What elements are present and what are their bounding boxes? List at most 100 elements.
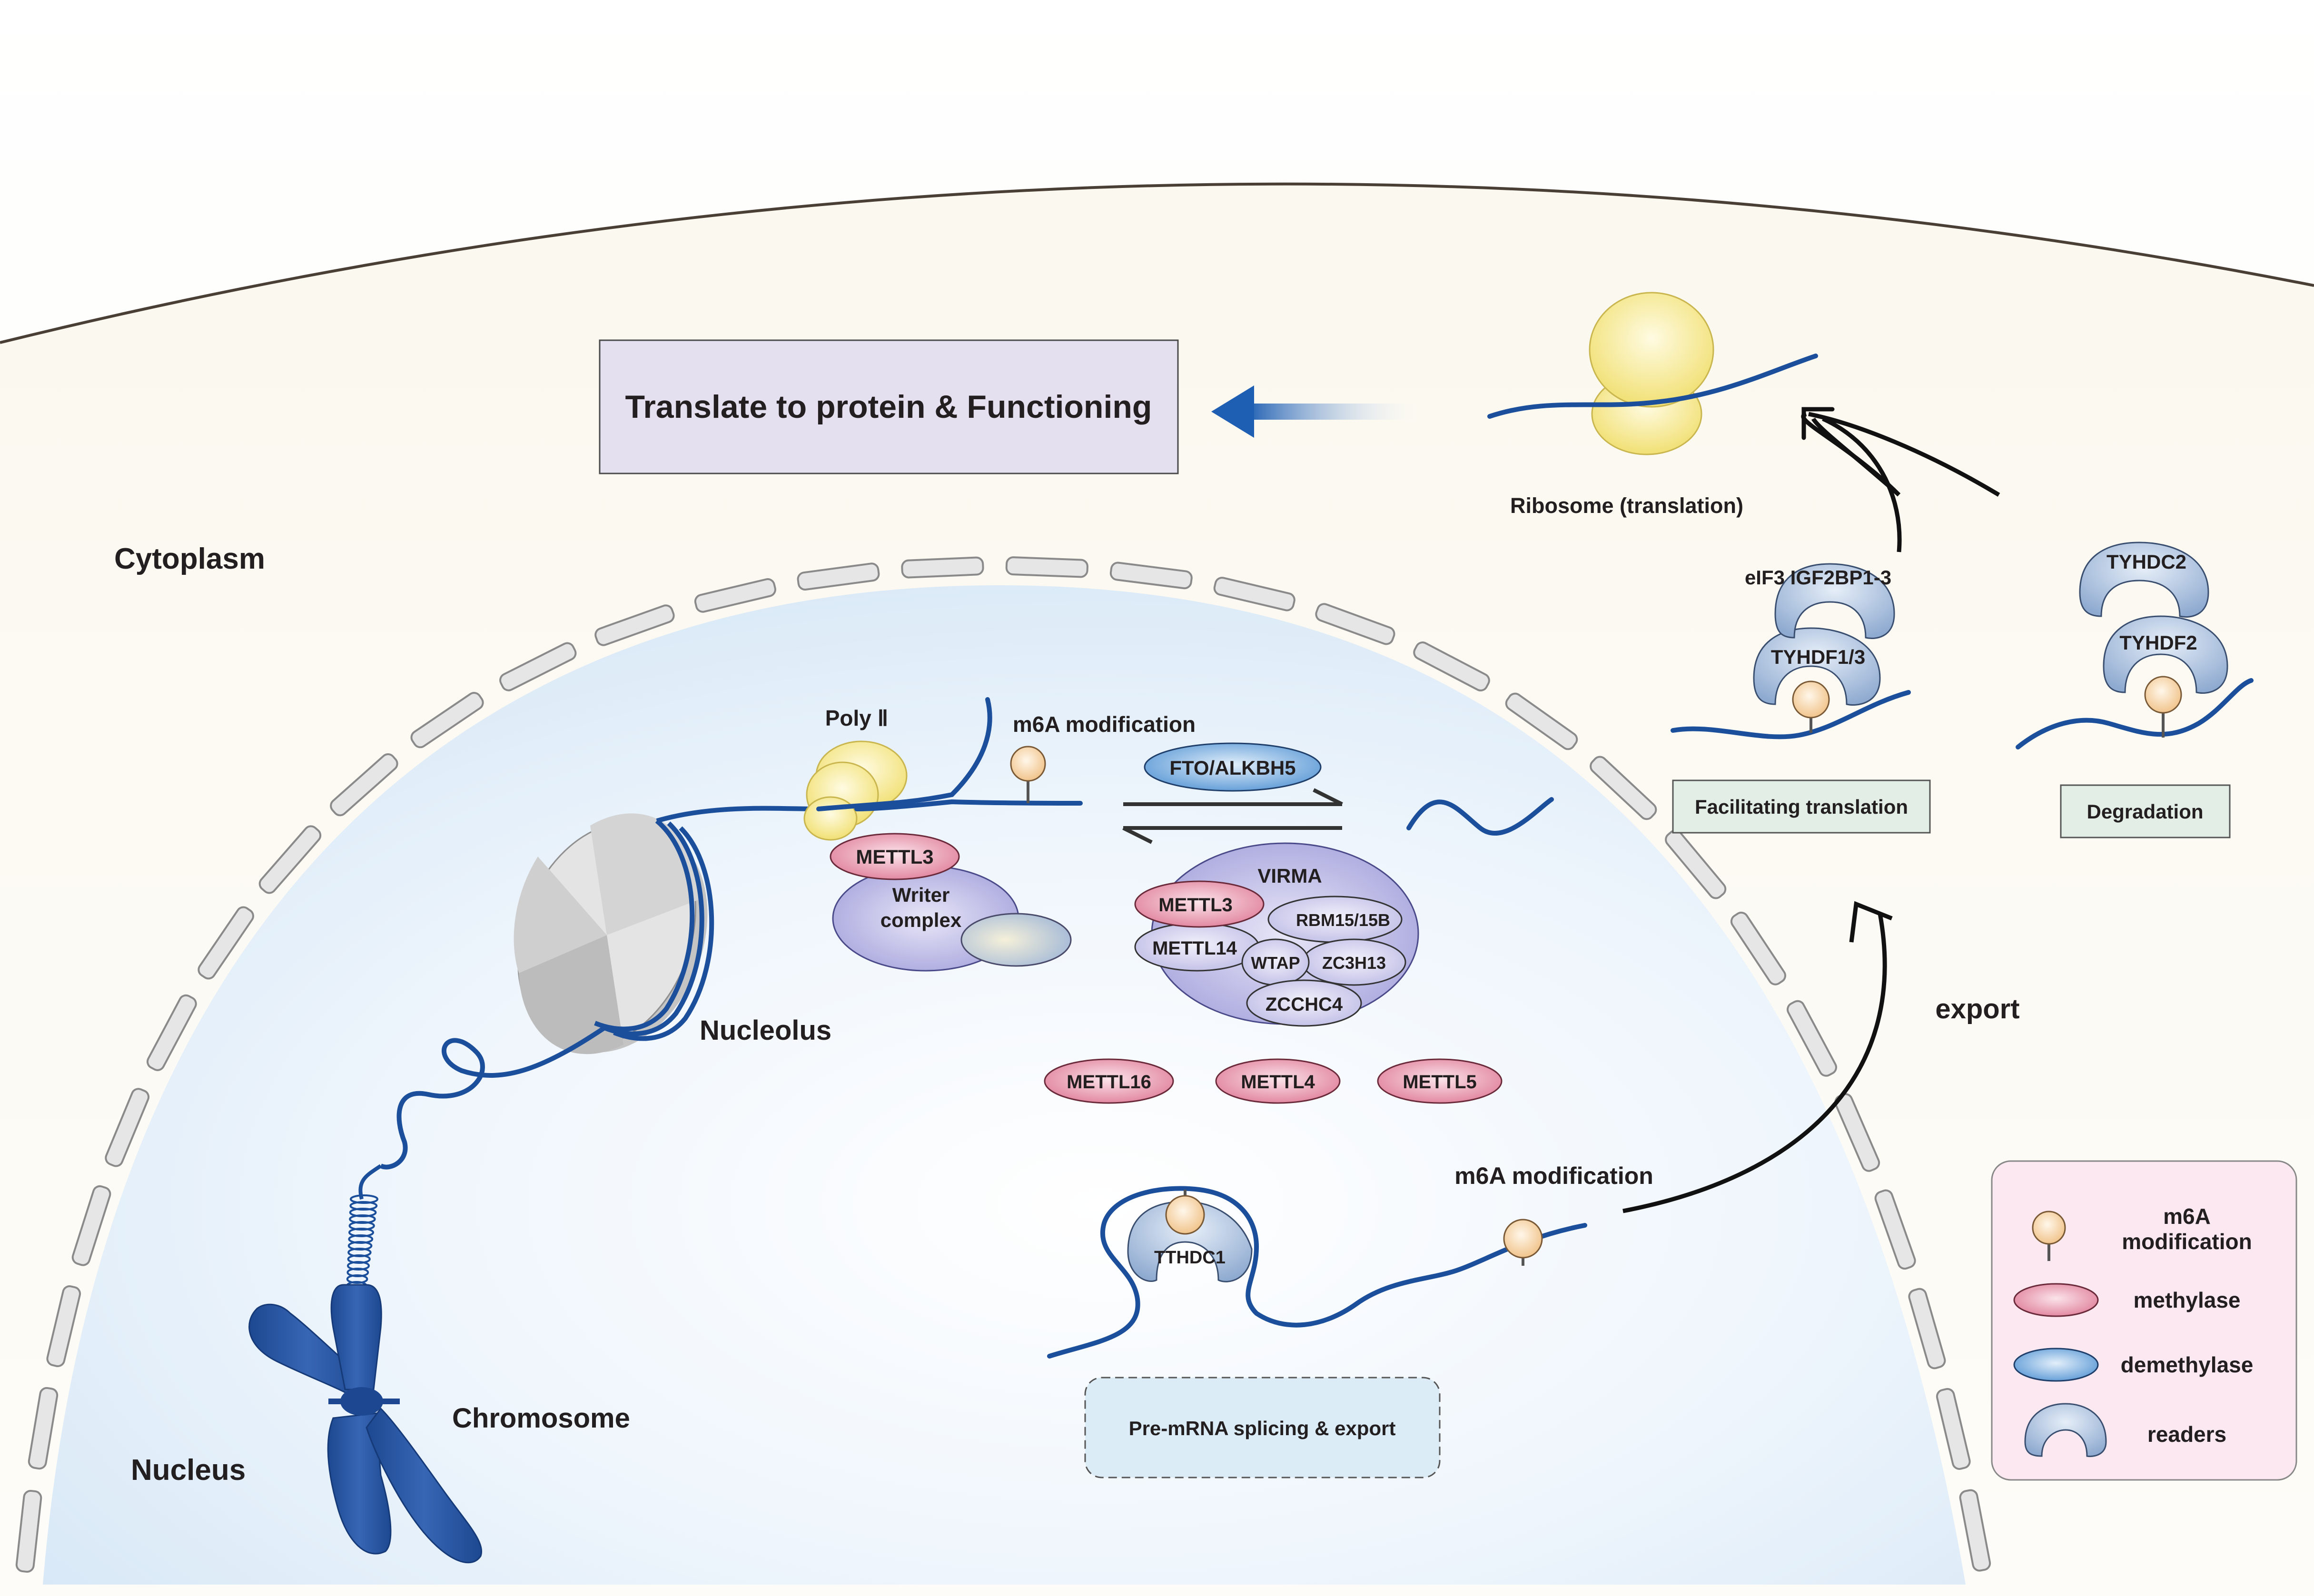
nuclear-pore-segment [410, 692, 484, 749]
ribosome-large-subunit [1589, 292, 1714, 408]
nuclear-pore-segment [1315, 603, 1395, 645]
nuclear-pore-segment [1787, 1000, 1837, 1077]
mettl-complex: VIRMA RBM15/15B METTL14 METTL3 ZC3H13 WT… [1134, 842, 1419, 1027]
eraser-label: FTO/ALKBH5 [1169, 757, 1295, 779]
translate-box: Translate to protein & Functioning [599, 339, 1179, 474]
nuclear-pore-segment [146, 994, 197, 1071]
nuclear-reader: TTHDC1 m6A modification Pre-mRNA splicin… [1047, 1163, 1653, 1478]
chromatin-coil [346, 1194, 378, 1291]
nuclear-pore-segment [71, 1185, 111, 1266]
arrows-to-ribosome [1801, 407, 2000, 552]
translation-to-ribosome-arrow [1822, 416, 1902, 552]
dna-strand [656, 806, 819, 823]
nuclear-pore-segment [198, 906, 254, 980]
nuclear-pore-segment [1959, 1489, 1991, 1572]
mettl3 [1134, 880, 1265, 928]
poly2-label: Poly Ⅱ [825, 706, 889, 730]
m6a-top-label: m6A modification [1013, 712, 1196, 737]
demethylated-rna [1406, 797, 1554, 836]
cell-membrane [0, 182, 2314, 344]
writer-complex-line1: Writer [892, 884, 950, 906]
nuclear-pore-segment [694, 578, 776, 613]
degradation-readers: TYHDC2 TYHDF2 Degradation [2016, 542, 2254, 838]
translation-readers: eIF3 IGF2BP1-3 TYHDF1/3 Facilitating tra… [1671, 563, 1931, 834]
legend: m6A modification methylase demethylase r… [1991, 1160, 2297, 1481]
translation-arrow [1211, 385, 1423, 438]
mettl3-writer-label: METTL3 [856, 846, 933, 868]
nuclear-pore-segment [1109, 562, 1193, 590]
poly2-complex: Poly Ⅱ m6A modification METTL3 Writer co… [803, 697, 1196, 972]
wtap-label: WTAP [1251, 953, 1300, 973]
legend-readers: readers [2147, 1422, 2226, 1447]
degradation-top-reader-label: TYHDC2 [2106, 551, 2186, 573]
legend-m6a-line2: modification [2122, 1229, 2252, 1254]
mettl16-label: METTL16 [1067, 1072, 1151, 1093]
nuclear-pore-segment [1505, 692, 1578, 750]
translation-bottom-reader-label: TYHDF1/3 [1771, 646, 1865, 668]
nuclear-pore-segment [1590, 756, 1657, 820]
other-methylases: METTL16 METTL4 METTL5 [1044, 1058, 1503, 1104]
nucleolus-label: Nucleolus [700, 1015, 831, 1046]
cytoplasm-label: Cytoplasm [114, 542, 265, 575]
mettl14-label: METTL14 [1152, 938, 1237, 959]
mrna-strand [1487, 354, 1818, 419]
legend-demethylase-icon [2013, 1348, 2099, 1382]
nuclear-pore-segment [1936, 1388, 1971, 1470]
nucleus-region [43, 585, 1966, 1585]
translate-box-label: Translate to protein & Functioning [625, 389, 1152, 425]
nuclear-pore-segment [258, 825, 322, 894]
nuclear-pore-segment [1730, 911, 1786, 985]
nuclear-pore-segment [330, 753, 398, 817]
ribosome: Ribosome (translation) [1487, 292, 1818, 518]
export-label: export [1935, 994, 2019, 1025]
degradation-to-ribosome-arrow [1808, 412, 2000, 497]
legend-methylase-icon [2013, 1283, 2099, 1317]
nuclear-pore-segment [901, 556, 984, 579]
fto-alkbh5 [1144, 742, 1322, 792]
m6a-nuclear-label: m6A modification [1454, 1163, 1653, 1189]
nuclear-pore-segment [1908, 1288, 1946, 1369]
legend-m6a-line1: m6A [2163, 1204, 2211, 1229]
nuclear-pore-segment [46, 1285, 81, 1368]
translation-top-reader-label: eIF3 IGF2BP1-3 [1745, 566, 1891, 589]
mettl3-writer [830, 833, 960, 880]
degradation-box-label: Degradation [2087, 800, 2203, 823]
legend-demethylase: demethylase [2121, 1352, 2254, 1377]
nuclear-envelope [15, 556, 1991, 1573]
zcchc4-label: ZCCHC4 [1266, 994, 1343, 1015]
nuclear-pore-segment [1413, 641, 1490, 692]
mettl5-label: METTL5 [1403, 1072, 1477, 1093]
nuclear-pore-segment [499, 642, 577, 691]
nuclear-pore-segment [1213, 577, 1295, 611]
mettl4-label: METTL4 [1241, 1072, 1315, 1093]
nuclear-pore-segment [594, 604, 675, 646]
nuclear-pore-segment [105, 1088, 150, 1167]
nucleus-label: Nucleus [131, 1454, 246, 1487]
chromosome-label: Chromosome [452, 1403, 630, 1434]
splicing-box-label: Pre-mRNA splicing & export [1129, 1417, 1396, 1439]
zc3h13-label: ZC3H13 [1322, 953, 1386, 973]
equilibrium-arrows: FTO/ALKBH5 [1122, 742, 1343, 844]
legend-m6a-icon [2032, 1211, 2066, 1245]
m6a-site [1010, 746, 1046, 782]
legend-reader-icon [2024, 1403, 2107, 1457]
ribosome-label: Ribosome (translation) [1510, 493, 1743, 518]
chromatin-fiber [379, 1025, 606, 1170]
export-arrow: export [1622, 901, 2020, 1213]
nuclear-pore-segment [1005, 556, 1088, 578]
zcchc4 [1246, 979, 1362, 1027]
nuclear-pore-segment [1665, 829, 1727, 899]
writer-complex-line2: complex [880, 909, 962, 931]
nuclear-pore-segment [1874, 1189, 1916, 1270]
nuclear-pore-segment [797, 562, 880, 591]
rbm15-label: RBM15/15B [1296, 910, 1390, 930]
virma-label: VIRMA [1257, 865, 1322, 887]
nucleolus [358, 806, 819, 1200]
mettl3-label: METTL3 [1158, 895, 1233, 916]
nuclear-pore-segment [15, 1489, 42, 1573]
tthdc1-label: TTHDC1 [1154, 1248, 1226, 1268]
translation-box-label: Facilitating translation [1695, 796, 1908, 818]
chromosome [248, 1284, 482, 1564]
legend-methylase: methylase [2133, 1288, 2240, 1312]
